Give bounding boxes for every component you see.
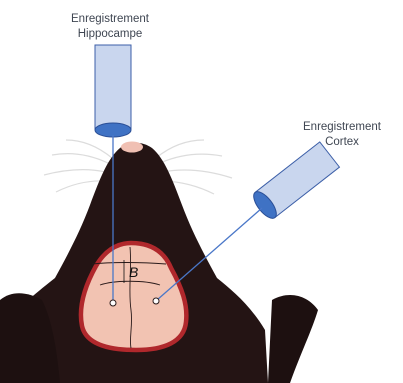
cortex-recording-label: Enregistrement Cortex (282, 120, 402, 150)
whisker-left-4 (66, 140, 112, 158)
bregma-label: B (129, 264, 138, 280)
whisker-left-1 (52, 154, 108, 163)
hippocampus-electrode-body (95, 45, 131, 129)
cortex-label-line2: Cortex (282, 135, 402, 150)
right-ear (268, 295, 318, 383)
cortex-label-line1: Enregistrement (282, 120, 402, 135)
hippocampus-label-line1: Enregistrement (40, 12, 180, 27)
hippocampus-electrode-tip (95, 123, 131, 137)
hippocampus-recording-label: Enregistrement Hippocampe (40, 12, 180, 42)
whisker-right-1 (160, 154, 222, 163)
whisker-right-4 (156, 140, 204, 158)
hippocampus-recording-site (110, 300, 116, 306)
hippocampus-label-line2: Hippocampe (40, 27, 180, 42)
whisker-right-2 (162, 170, 232, 178)
cortex-recording-site (153, 298, 159, 304)
whisker-left-2 (44, 170, 106, 175)
nose (121, 142, 143, 153)
